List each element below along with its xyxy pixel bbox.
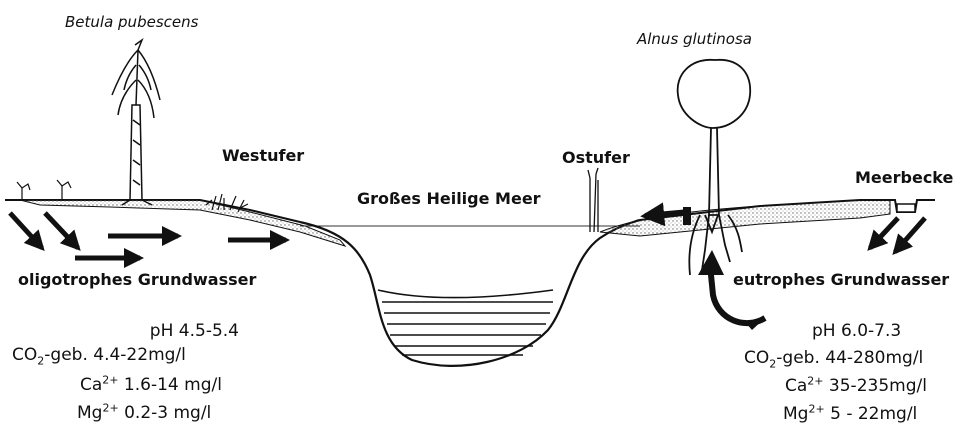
east-ca-row: Ca2+ 35-235mg/l xyxy=(785,376,927,397)
east-co2-value: 44-280mg/l xyxy=(825,348,923,368)
reeds-east xyxy=(588,168,598,232)
east-mg-row: Mg2+ 5 - 22mg/l xyxy=(783,404,917,425)
east-shore-label: Ostufer xyxy=(562,148,630,168)
east-co2-row: CO2-geb. 44-280mg/l xyxy=(744,348,923,369)
east-mg-sup: 2+ xyxy=(808,402,824,415)
west-co2-value: 4.4-22mg/l xyxy=(93,345,186,365)
west-ph-label: pH xyxy=(150,321,174,341)
east-co2-suffix: -geb. xyxy=(776,348,820,368)
east-ca-prefix: Ca xyxy=(785,376,807,396)
east-ca-value: 35-235mg/l xyxy=(829,376,927,396)
lake-basin xyxy=(300,220,640,366)
west-mg-value: 0.2-3 mg/l xyxy=(124,403,211,423)
east-co2-prefix: CO xyxy=(744,348,769,368)
east-ph-row: pH 6.0-7.3 xyxy=(812,321,901,342)
east-mg-value: 5 - 22mg/l xyxy=(830,404,917,424)
west-mg-row: Mg2+ 0.2-3 mg/l xyxy=(77,403,211,424)
groundwater-label-west: oligotrophes Grundwasser xyxy=(18,270,256,290)
lake-name-label: Großes Heilige Meer xyxy=(357,189,541,209)
west-shore-label: Westufer xyxy=(222,146,304,166)
creek-water xyxy=(897,204,915,212)
west-ca-value: 1.6-14 mg/l xyxy=(124,375,222,395)
birch-tree xyxy=(112,40,160,205)
west-ph-value: 4.5-5.4 xyxy=(179,321,239,341)
east-ph-value: 6.0-7.3 xyxy=(841,321,901,341)
west-ph-row: pH 4.5-5.4 xyxy=(39,321,239,342)
west-mg-sup: 2+ xyxy=(102,401,118,414)
west-ca-prefix: Ca xyxy=(80,375,102,395)
alder-tree xyxy=(678,60,751,275)
groundwater-arrows-east xyxy=(870,218,925,252)
west-co2-row: CO2-geb. 4.4-22mg/l xyxy=(12,345,186,366)
soil-layer-east xyxy=(600,200,890,236)
species-label-alder: Alnus glutinosa xyxy=(637,29,752,49)
west-co2-suffix: -geb. xyxy=(44,345,88,365)
east-ph-label: pH xyxy=(812,321,836,341)
sediment-boundary xyxy=(378,290,553,298)
west-ca-sup: 2+ xyxy=(102,373,118,386)
west-mg-prefix: Mg xyxy=(77,403,102,423)
groundwater-arrows-west xyxy=(10,213,286,258)
west-co2-prefix: CO xyxy=(12,345,37,365)
west-ca-row: Ca2+ 1.6-14 mg/l xyxy=(80,375,222,396)
east-mg-prefix: Mg xyxy=(783,404,808,424)
species-label-birch: Betula pubescens xyxy=(65,12,198,32)
bank-block xyxy=(683,207,691,225)
upwelling-arrowhead xyxy=(698,250,724,275)
creek-label: Meerbecke xyxy=(855,168,953,188)
east-ca-sup: 2+ xyxy=(807,374,823,387)
small-shrubs-west xyxy=(17,180,71,200)
groundwater-label-east: eutrophes Grundwasser xyxy=(733,270,949,290)
